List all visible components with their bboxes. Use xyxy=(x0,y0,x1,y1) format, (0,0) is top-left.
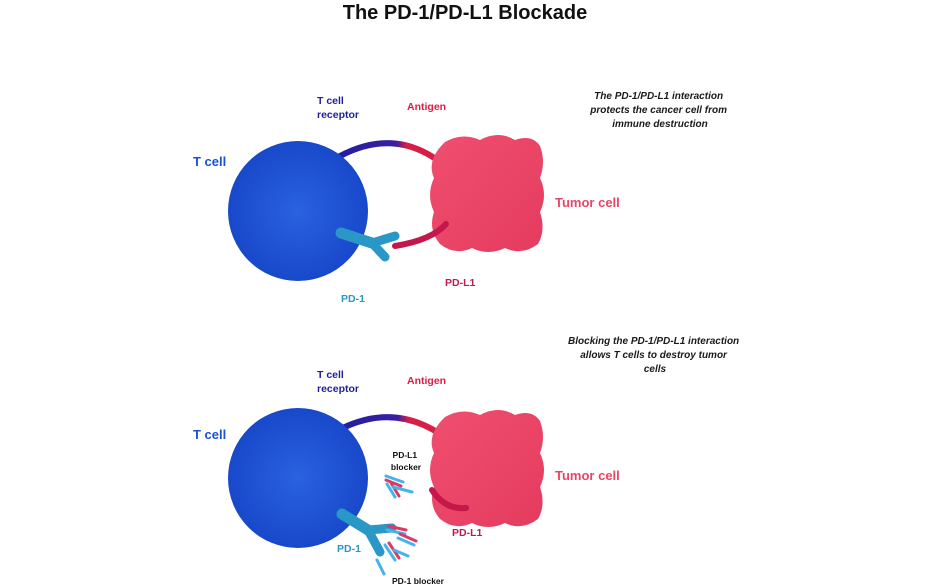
pdl1-blocker-antibody xyxy=(391,485,414,494)
top-receptor-label: T cell receptor xyxy=(317,95,359,121)
top-tumor-cell-label: Tumor cell xyxy=(555,195,620,210)
bottom-caption-line-1: Blocking the PD-1/PD-L1 interaction xyxy=(568,336,739,347)
top-pd1-receptor xyxy=(335,227,400,262)
bottom-caption-line-2: allows T cells to destroy tumor xyxy=(580,350,728,361)
top-caption: The PD-1/PD-L1 interaction protects the … xyxy=(589,91,730,130)
top-t-cell xyxy=(228,141,368,281)
panel-bottom: Blocking the PD-1/PD-L1 interaction allo… xyxy=(193,336,742,586)
top-caption-line-1: The PD-1/PD-L1 interaction xyxy=(594,91,723,102)
pd1-blocker-antibody xyxy=(385,524,408,536)
pd1-blocker-antibody xyxy=(392,548,410,558)
bottom-caption-line-3: cells xyxy=(644,364,667,375)
top-receptor-label-line-1: T cell xyxy=(317,95,344,107)
pdl1-blocker-antibodies xyxy=(384,474,414,499)
top-caption-line-3: immune destruction xyxy=(612,119,708,130)
pdl1-blocker-antibody xyxy=(384,474,405,488)
top-pdl1-molecule xyxy=(392,221,449,249)
bottom-caption: Blocking the PD-1/PD-L1 interaction allo… xyxy=(568,336,742,375)
pdl1-blocker-label-line-2: blocker xyxy=(391,462,422,472)
bottom-pd1-receptor xyxy=(336,508,397,557)
top-pd1-label: PD-1 xyxy=(341,293,365,305)
pd1-blocker-antibody xyxy=(375,558,386,576)
bottom-pdl1-molecule xyxy=(429,487,469,512)
top-t-cell-label: T cell xyxy=(193,154,226,169)
panel-top: The PD-1/PD-L1 interaction protects the … xyxy=(193,91,730,305)
bottom-tumor-cell xyxy=(430,410,544,527)
pd1-blocker-label: PD-1 blocker xyxy=(392,576,445,586)
top-pdl1-label: PD-L1 xyxy=(445,277,475,289)
bottom-antigen-label: Antigen xyxy=(407,375,446,387)
pdl1-blocker-label-line-1: PD-L1 xyxy=(393,450,418,460)
top-tumor-cell xyxy=(430,135,544,252)
page-title: The PD-1/PD-L1 Blockade xyxy=(342,2,588,24)
bottom-receptor-label: T cell receptor xyxy=(317,369,359,395)
top-caption-line-2: protects the cancer cell from xyxy=(589,105,727,116)
bottom-receptor-label-line-1: T cell xyxy=(317,369,344,381)
bottom-pdl1-label: PD-L1 xyxy=(452,527,482,539)
pd1-blocker-antibodies xyxy=(375,524,418,576)
bottom-t-cell xyxy=(228,408,368,548)
bottom-t-cell-label: T cell xyxy=(193,427,226,442)
top-antigen-label: Antigen xyxy=(407,101,446,113)
top-receptor-label-line-2: receptor xyxy=(317,109,359,121)
bottom-pd1-label: PD-1 xyxy=(337,543,361,555)
bottom-receptor-label-line-2: receptor xyxy=(317,383,359,395)
pd1-blocker-antibody xyxy=(396,532,418,547)
bottom-tumor-cell-label: Tumor cell xyxy=(555,468,620,483)
pdl1-blocker-antibody xyxy=(385,481,401,499)
pdl1-blocker-label: PD-L1 blocker xyxy=(391,450,422,472)
